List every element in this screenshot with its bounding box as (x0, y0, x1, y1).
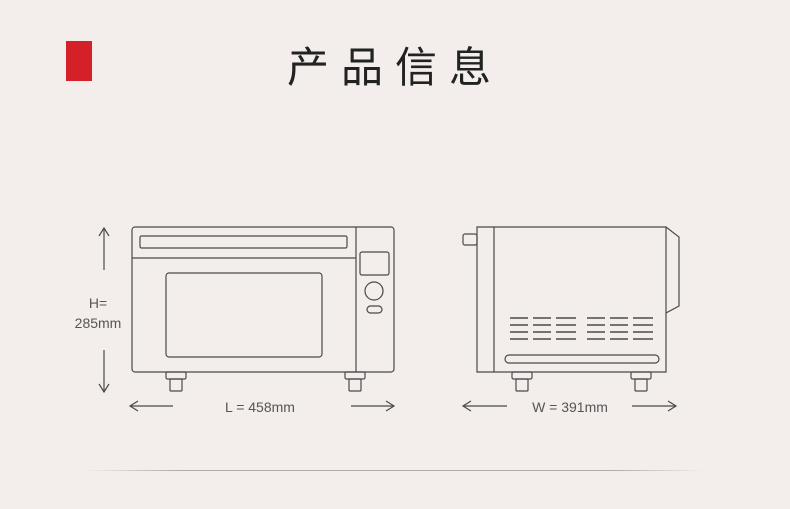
height-label-value: 285mm (74, 315, 122, 331)
control-knob (364, 281, 384, 301)
display-panel (359, 251, 390, 276)
length-label: L = 458mm (225, 399, 295, 415)
page-title: 产品信息 (286, 43, 503, 92)
width-label: W = 391mm (532, 399, 608, 415)
width-arrow (461, 400, 678, 412)
control-button (366, 305, 383, 314)
height-arrow (98, 226, 110, 394)
oven-front-view (131, 226, 395, 392)
height-label: H= 285mm (58, 293, 138, 333)
height-label-prefix: H= (88, 295, 108, 311)
bottom-divider (85, 470, 705, 471)
oven-side-view (462, 226, 680, 392)
length-arrow (128, 400, 396, 412)
accent-block (66, 41, 92, 81)
